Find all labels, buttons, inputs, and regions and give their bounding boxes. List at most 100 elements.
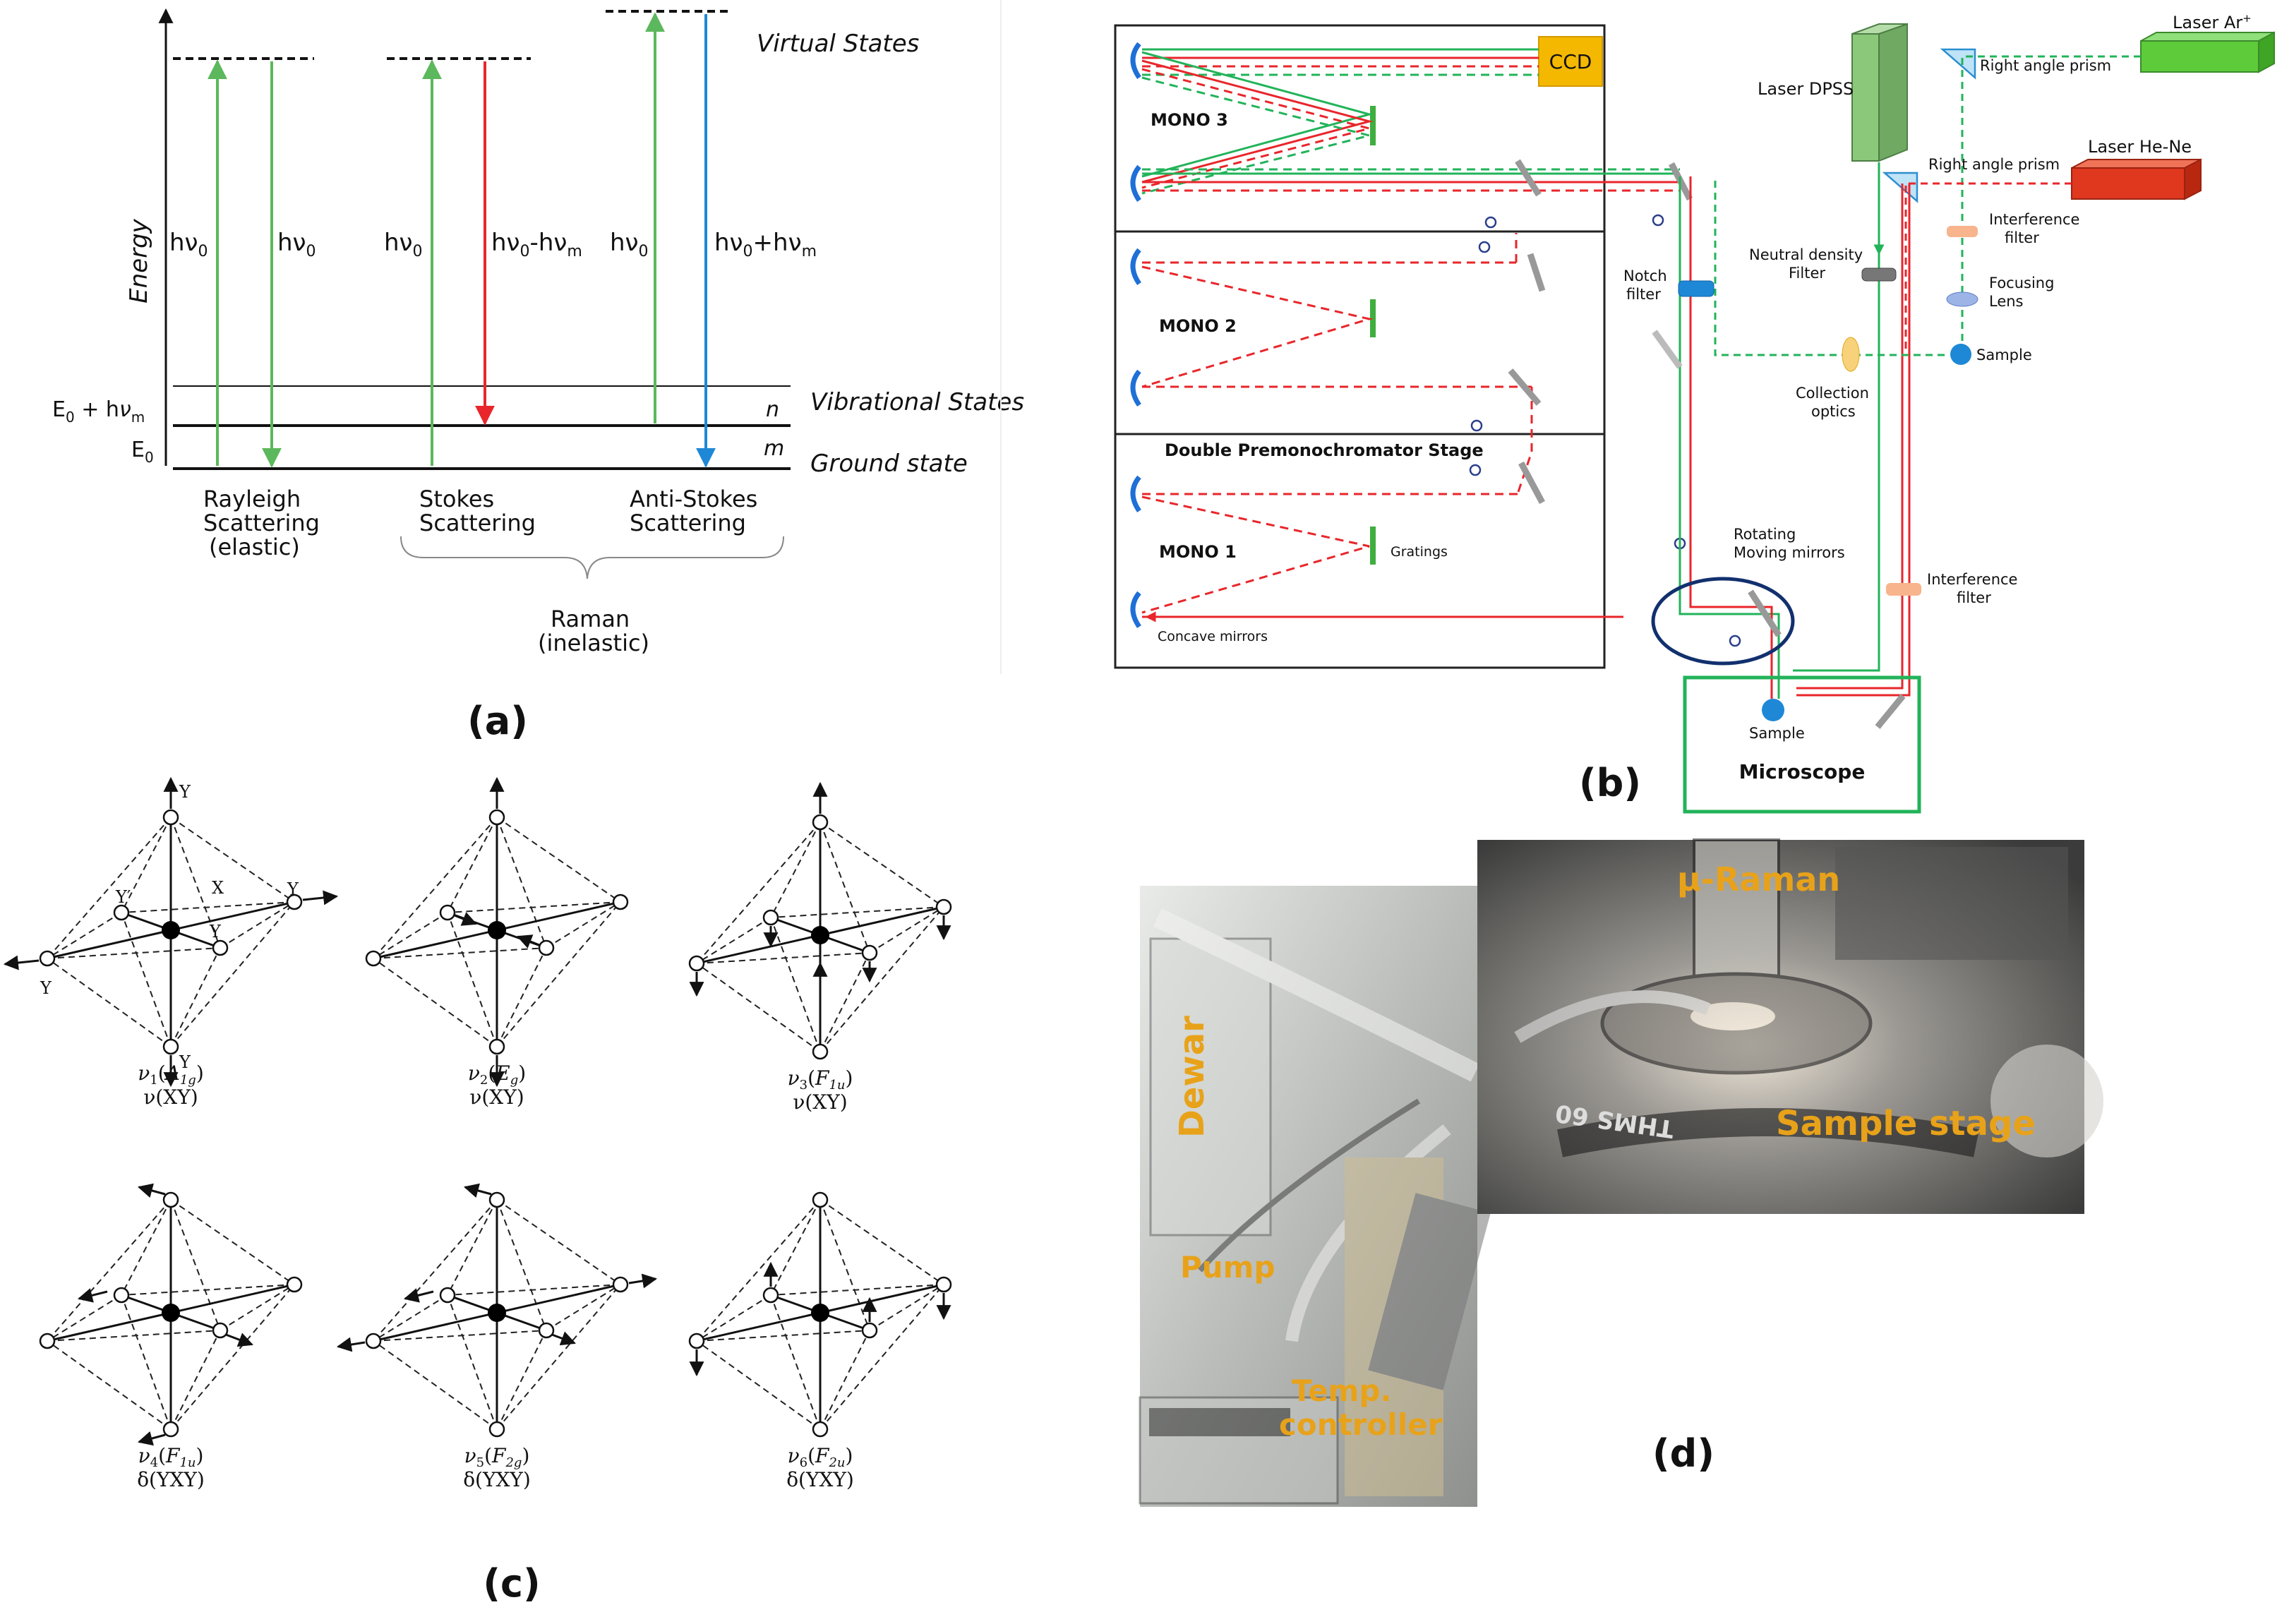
prism-2-label: Right angle prism [1928, 156, 2060, 173]
anti-stokes-up-label: hν0 [610, 229, 649, 260]
sample-2-label: Sample [1749, 725, 1805, 742]
raman-brace [400, 536, 784, 579]
right-angle-prism-2 [1882, 172, 1918, 203]
axis-label-y-right: Y [287, 879, 299, 899]
svg-text:Stokes: Stokes [419, 486, 494, 512]
mode-coordinate-label: δ(YXY) [463, 1468, 531, 1491]
level-m-label: m [764, 436, 784, 461]
rayleigh-caption: Rayleigh Scattering (elastic) [203, 486, 320, 560]
neutral-density-filter [1861, 267, 1897, 282]
svg-text:Rayleigh: Rayleigh [203, 486, 301, 512]
svg-text:Scattering: Scattering [203, 510, 320, 536]
sample-2 [1762, 699, 1784, 721]
ground-state-label: Ground state [810, 450, 968, 478]
panel-d-label: (d) [1652, 1431, 1714, 1476]
panel-a-energy-diagram: Energy Virtual States Vibrational States… [52, 0, 1024, 674]
level-n-label: n [766, 397, 779, 422]
concave-mirrors [1130, 42, 1141, 628]
prism-1-label: Right angle prism [1980, 57, 2111, 74]
panel-a-label: (a) [467, 699, 528, 743]
laser-beams [1679, 55, 2141, 699]
mono3-beams [1141, 48, 1680, 195]
moving-mirrors-highlight [1651, 577, 1795, 666]
stokes-caption: Stokes Scattering [419, 486, 536, 536]
laser-ar-label: Laser Ar+ [2173, 12, 2252, 32]
photo-texture-right [1514, 838, 2103, 1157]
svg-text:(elastic): (elastic) [209, 534, 300, 560]
mode-coordinate-label: ν(XY) [469, 1085, 524, 1109]
svg-text:Scattering: Scattering [419, 510, 536, 536]
panel-c-octahedral-modes: YYYYXY′Yν1(A1g)ν(XY)ν2(Eg)ν(XY)ν3(F1u)ν(… [3, 776, 952, 1491]
gratings-label: Gratings [1391, 544, 1448, 560]
axis-label-y-small: Y [209, 922, 222, 942]
octahedron-mode-6: ν6(F2u)δ(YXY) [688, 1191, 952, 1491]
double-premono-label: Double Premonochromator Stage [1165, 440, 1484, 460]
microscope-box [1683, 675, 1921, 814]
panel-b-label: (b) [1579, 761, 1641, 805]
mode-symmetry-label: ν4(F1u) [138, 1444, 204, 1470]
laser-dpss [1851, 23, 1908, 162]
temp-controller-label: Temp.controller [1279, 1373, 1443, 1442]
vibrational-states-label: Vibrational States [810, 388, 1024, 416]
axis-label-y-left: Y [40, 978, 52, 998]
svg-text:Scattering: Scattering [630, 510, 746, 536]
e0-label: E0 [131, 438, 154, 466]
notch-mirror [1652, 330, 1683, 369]
laser-dpss-label: Laser DPSS [1758, 79, 1854, 99]
mode-coordinate-label: ν(XY) [143, 1085, 198, 1109]
collection-optics [1842, 337, 1860, 372]
mono2-label: MONO 2 [1159, 316, 1237, 336]
laser-ar [2140, 31, 2275, 73]
flip-mirrors [1508, 159, 1693, 505]
microscope-label: Microscope [1739, 760, 1866, 783]
dewar-label: Dewar [1172, 1016, 1212, 1138]
rayleigh-up-label: hν0 [169, 229, 208, 260]
axis-label-x: X [212, 878, 224, 898]
laser-hene-label: Laser He-Ne [2088, 137, 2192, 157]
sample-1-label: Sample [1976, 347, 2032, 363]
stokes-up-label: hν0 [384, 229, 423, 260]
octahedron-mode-5: ν5(F2g)δ(YXY) [336, 1183, 658, 1491]
axis-label-y-prime: Y′ [115, 887, 131, 907]
raman-caption: Raman (inelastic) [538, 606, 649, 656]
octahedron-mode-4: ν4(F1u)δ(YXY) [39, 1183, 303, 1491]
panel-c-label: (c) [483, 1561, 540, 1606]
anti-stokes-caption: Anti-Stokes Scattering [630, 486, 757, 536]
spectrometer-box [1114, 24, 1606, 669]
rayleigh-down-label: hν0 [277, 229, 316, 260]
virtual-states-label: Virtual States [757, 30, 919, 58]
axis-label-y-top: Y [179, 782, 191, 802]
svg-text:E0: E0 [131, 438, 154, 466]
mode-coordinate-label: δ(YXY) [137, 1468, 205, 1491]
mode-coordinate-label: δ(YXY) [786, 1468, 854, 1491]
mono3-label: MONO 3 [1151, 110, 1228, 130]
axis-label-y-bottom: Y [179, 1052, 191, 1072]
stokes-down-label: hν0-hνm [491, 229, 582, 260]
anti-stokes-down-label: hν0+hνm [714, 229, 817, 260]
micro-raman-label: µ-Raman [1677, 860, 1840, 898]
mode-symmetry-label: ν2(Eg) [468, 1061, 526, 1088]
mono1-label: MONO 1 [1159, 542, 1237, 562]
sample-1 [1950, 344, 1971, 365]
mode-symmetry-label: ν3(F1u) [788, 1066, 853, 1093]
focusing-lens [1946, 291, 1978, 307]
svg-text:Raman: Raman [551, 606, 630, 632]
notch-filter [1678, 280, 1714, 297]
mode-symmetry-label: ν5(F2g) [464, 1444, 530, 1470]
octahedron-mode-2: ν2(Eg)ν(XY) [365, 776, 629, 1109]
photo-texture-left [1139, 908, 1491, 1505]
energy-axis-label: Energy [125, 218, 153, 303]
svg-text:E0 + hνm: E0 + hνm [52, 397, 145, 426]
mode-symmetry-label: ν6(F2u) [788, 1444, 853, 1470]
svg-text:Anti-Stokes: Anti-Stokes [630, 486, 757, 512]
concave-mirrors-label: Concave mirrors [1158, 629, 1268, 644]
svg-text:(inelastic): (inelastic) [538, 630, 649, 656]
